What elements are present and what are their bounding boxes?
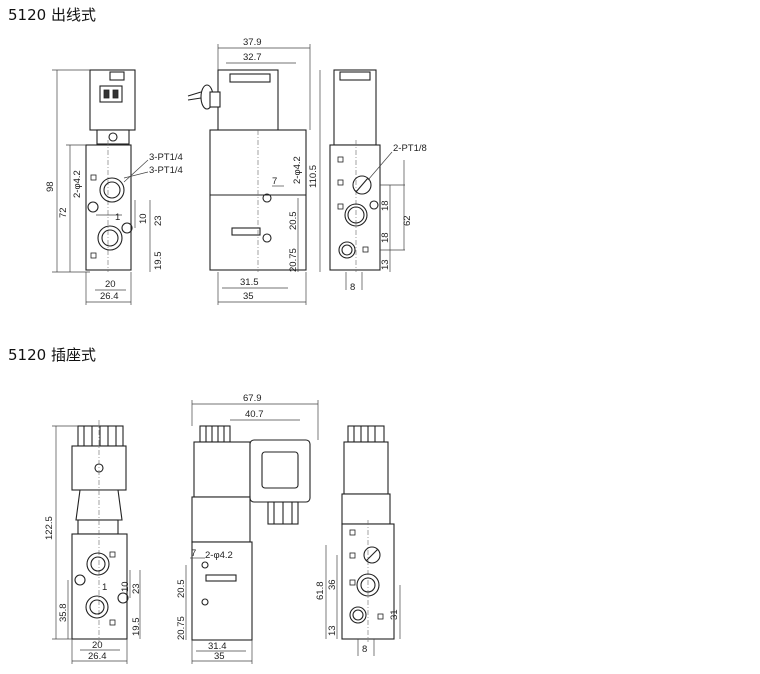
view-socket-back: 61.8 36 13 31 8 xyxy=(315,425,401,656)
dimension-label: 19.5 xyxy=(153,252,164,271)
dimension-label: 18 xyxy=(380,200,391,211)
dimension-label: 62 xyxy=(402,215,413,226)
dimension-label: 36 xyxy=(327,579,338,590)
port-exhaust xyxy=(338,241,356,259)
dimension-label: 20.75 xyxy=(288,248,299,272)
coil-housing xyxy=(333,69,377,146)
dimension-label: 20 xyxy=(92,640,103,651)
port-upper xyxy=(99,177,125,203)
port-center xyxy=(356,573,380,597)
dimension-label: 2-φ4.2 xyxy=(205,550,233,561)
side-hole xyxy=(369,200,379,210)
dimension-label: 26.4 xyxy=(100,291,119,302)
coil-housing xyxy=(89,69,136,131)
knurled-cap xyxy=(199,425,231,443)
dimension-label: 2-φ4.2 xyxy=(292,156,303,184)
knurled-cap xyxy=(347,425,385,443)
dimension-label: 32.7 xyxy=(243,52,262,63)
slot xyxy=(231,227,261,236)
heading-socket-type: 5120 插座式 xyxy=(8,346,96,364)
dimension-label: 3-PT1/4 xyxy=(149,152,183,163)
dimension-label: 19.5 xyxy=(131,618,142,637)
coil-neck xyxy=(96,129,130,145)
dimension-label: 2-PT1/8 xyxy=(393,143,427,154)
dimension-label: 1 xyxy=(102,582,107,593)
port-lower xyxy=(97,225,123,251)
mount-hole xyxy=(121,222,133,234)
view-socket-front: 122.5 35.8 1 10 23 19.5 20 26.4 xyxy=(44,420,142,664)
dimension-label: 72 xyxy=(58,207,69,218)
dimension-label: 8 xyxy=(350,282,355,293)
dimension-label: 20.5 xyxy=(176,580,187,599)
view-wired-side: 37.9 32.7 110.5 2-φ4.2 7 20.5 20.75 31.5… xyxy=(187,37,321,305)
dimension-label: 23 xyxy=(153,215,164,226)
hole-upper xyxy=(262,193,272,203)
cable-outlet xyxy=(99,85,123,103)
port-exhaust xyxy=(349,606,367,624)
dimension-label: 10 xyxy=(120,581,131,592)
dimension-label: 20.75 xyxy=(176,616,187,640)
port-lower xyxy=(85,595,109,619)
dimension-label: 7 xyxy=(191,548,196,559)
dimension-label: 40.7 xyxy=(245,409,264,420)
socket-connector xyxy=(249,439,311,503)
dimension-label: 23 xyxy=(131,583,142,594)
dimension-label: 8 xyxy=(362,644,367,655)
dimension-label: 7 xyxy=(272,176,277,187)
coil-housing xyxy=(343,441,389,495)
dimension-label: 2-φ4.2 xyxy=(72,170,83,198)
dimension-label: 31.5 xyxy=(240,277,259,288)
dimension-label: 122.5 xyxy=(44,516,55,540)
dimension-label: 31.4 xyxy=(208,641,227,652)
dimension-label: 1 xyxy=(115,212,120,223)
hole-lower xyxy=(262,233,272,243)
dimension-label: 13 xyxy=(327,625,338,636)
dimension-label: 110.5 xyxy=(308,165,319,188)
dimension-label: 18 xyxy=(380,232,391,243)
coil-housing xyxy=(193,441,251,498)
port-center xyxy=(344,203,368,227)
dimension-label: 13 xyxy=(380,259,391,270)
dimension-label: 26.4 xyxy=(88,651,107,662)
port-upper xyxy=(86,552,110,576)
pilot-port xyxy=(363,546,381,564)
dimension-label: 35.8 xyxy=(58,604,69,623)
view-wired-back: 2-PT1/8 18 18 62 13 8 xyxy=(329,69,427,293)
valve-body xyxy=(71,533,128,640)
slot xyxy=(205,574,237,582)
heading-wired-type: 5120 出线式 xyxy=(8,6,96,24)
mount-hole xyxy=(87,201,99,213)
dimension-label: 35 xyxy=(214,651,225,662)
dimension-label: 35 xyxy=(243,291,254,302)
pilot-port xyxy=(352,175,372,195)
dimension-label: 37.9 xyxy=(243,37,262,48)
dimension-label: 67.9 xyxy=(243,393,262,404)
dimension-label: 10 xyxy=(138,213,149,224)
dimension-label: 98 xyxy=(45,181,56,192)
dimension-label: 20 xyxy=(105,279,116,290)
view-socket-side: 67.9 40.7 7 2-φ4.2 20.5 20.75 31.4 35 xyxy=(176,393,319,664)
dimension-label: 3-PT1/4 xyxy=(149,165,183,176)
dimension-label: 20.5 xyxy=(288,212,299,231)
view-wired-front: 98 72 2-φ4.2 3-PT1/4 3-PT1/4 1 10 23 19.… xyxy=(45,69,183,305)
dimension-label: 31 xyxy=(389,609,400,620)
neck-screw xyxy=(108,132,118,142)
valve-body xyxy=(85,144,132,271)
dimension-label: 61.8 xyxy=(315,582,326,601)
